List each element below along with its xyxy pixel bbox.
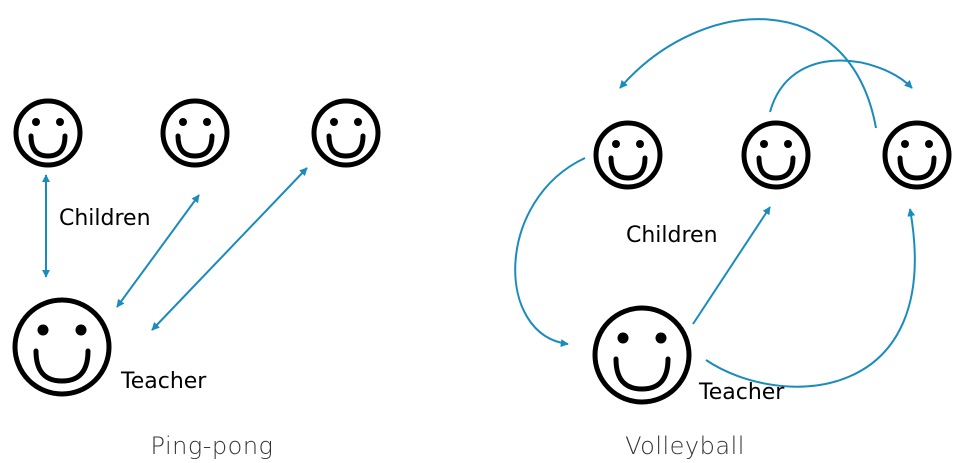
volleyball-children-label: Children [626, 223, 718, 248]
ping-pong-arrow-teacher-child-3 [151, 167, 308, 331]
volleyball-arrow-child2-to-child3 [769, 59, 913, 113]
ping-pong-caption: Ping-pong [151, 432, 274, 460]
volleyball-arrow-teacher-to-child3 [705, 208, 916, 388]
volleyball-arrow-teacher-to-child2 [692, 206, 771, 325]
volleyball-arrow-child1-to-teacher [514, 157, 586, 348]
ping-pong-child-face-2 [160, 98, 230, 168]
volleyball-arrow-child3-to-child1 [619, 18, 877, 129]
volleyball-child-face-3 [882, 120, 952, 190]
ping-pong-diagram: Children Teacher Ping-pong [12, 98, 381, 460]
volleyball-teacher-label: Teacher [698, 380, 785, 405]
ping-pong-teacher-label: Teacher [120, 369, 207, 394]
volleyball-child-face-1 [593, 120, 663, 190]
volleyball-teacher-face [592, 305, 692, 405]
volleyball-caption: Volleyball [625, 432, 745, 460]
volleyball-diagram: Children Teacher Volleyball [514, 18, 952, 460]
volleyball-child-face-2 [741, 120, 811, 190]
ping-pong-children-label: Children [59, 206, 151, 231]
ping-pong-teacher-face [12, 297, 112, 397]
ping-pong-child-face-3 [311, 98, 381, 168]
ping-pong-child-face-1 [13, 98, 83, 168]
